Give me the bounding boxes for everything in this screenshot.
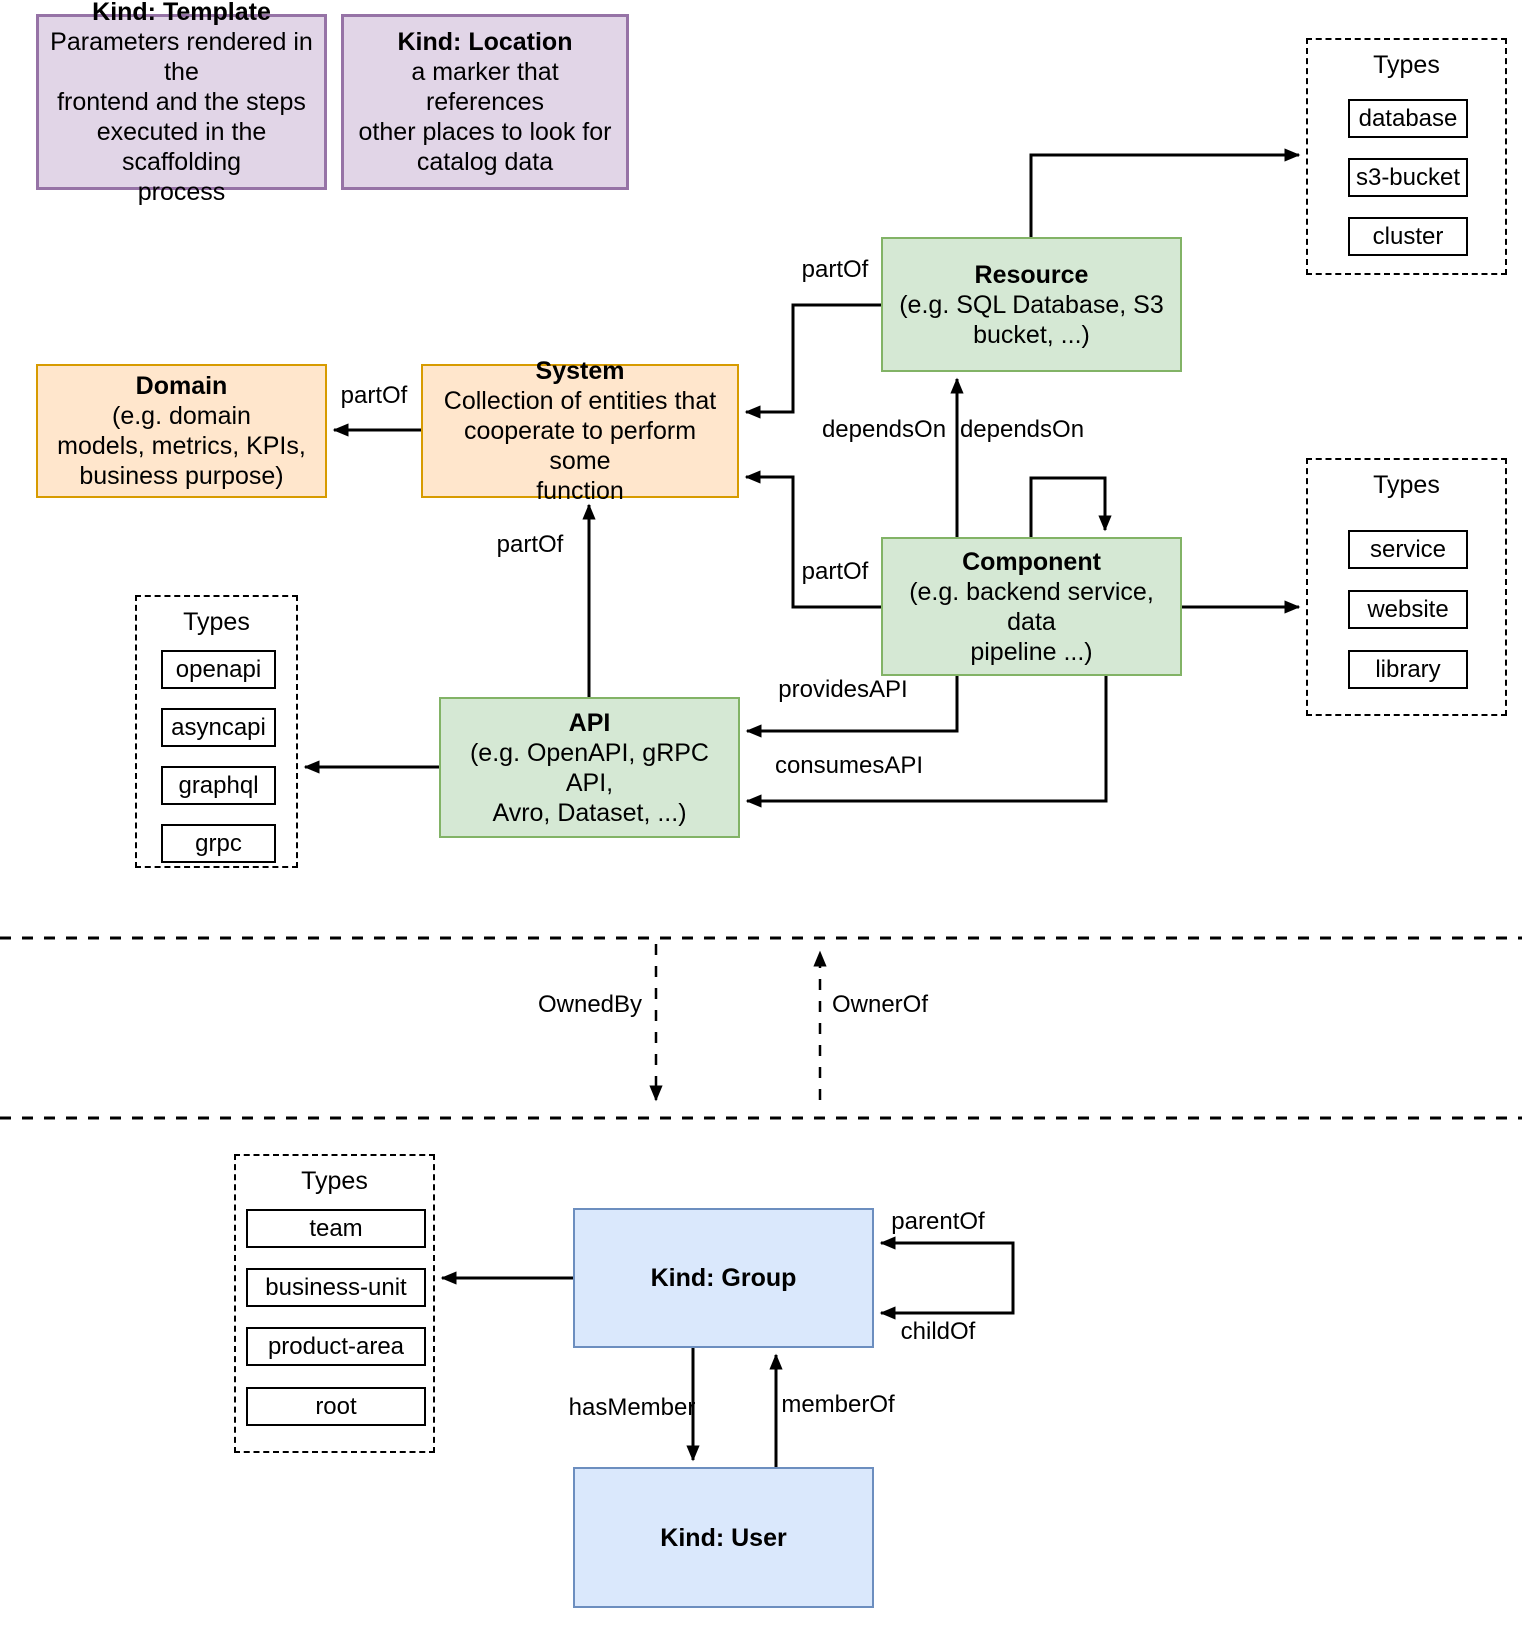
panel-title: Types (183, 608, 250, 636)
edge-label-memberof: memberOf (781, 1391, 895, 1418)
node-resource: Resource (e.g. SQL Database, S3 bucket, … (881, 237, 1182, 372)
type-chip-grpc: grpc (161, 824, 276, 863)
edge-component-self-dependson (1029, 476, 1112, 537)
node-kind-user: Kind: User (573, 1467, 874, 1608)
node-title: Domain (135, 372, 228, 400)
node-body: (e.g. backend service, data pipeline ...… (909, 577, 1154, 666)
edge-label-partof: partOf (496, 531, 564, 558)
panel-title: Types (301, 1167, 368, 1195)
panel-group-types: Types team business-unit product-area ro… (234, 1154, 435, 1453)
panel-resource-types: Types database s3-bucket cluster (1306, 38, 1507, 275)
type-chip-business-unit: business-unit (246, 1268, 426, 1307)
type-chip-openapi: openapi (161, 650, 276, 689)
type-chip-cluster: cluster (1348, 217, 1468, 256)
edge-label-dependson: dependsOn (959, 416, 1085, 443)
type-chip-database: database (1348, 99, 1468, 138)
node-body: a marker that references other places to… (358, 58, 612, 176)
type-chip-team: team (246, 1209, 426, 1248)
edge-label-parentof: parentOf (891, 1208, 985, 1235)
panel-title: Types (1373, 471, 1440, 499)
node-kind-location: Kind: Location a marker that references … (341, 14, 629, 190)
node-title: Resource (974, 260, 1089, 289)
edge-consumes-api (745, 676, 1108, 808)
node-title: System (535, 357, 625, 385)
panel-component-types: Types service website library (1306, 458, 1507, 716)
node-body: (e.g. OpenAPI, gRPC API, Avro, Dataset, … (469, 738, 709, 827)
node-title: Component (962, 547, 1101, 576)
edge-group-parentof-childof (879, 1236, 1015, 1320)
edge-label-ownedby: OwnedBy (537, 991, 643, 1018)
panel-api-types: Types openapi asyncapi graphql grpc (135, 595, 298, 868)
edge-label-childof: childOf (900, 1318, 976, 1345)
type-chip-library: library (1348, 650, 1468, 689)
node-system: System Collection of entities that coope… (421, 357, 739, 505)
edge-label-partof: partOf (340, 382, 408, 409)
type-chip-s3-bucket: s3-bucket (1348, 158, 1468, 197)
node-component: Component (e.g. backend service, data pi… (881, 537, 1182, 676)
edge-component-system-partof (744, 470, 881, 609)
node-body: Parameters rendered in the frontend and … (50, 28, 313, 206)
edge-label-providesapi: providesAPI (778, 676, 908, 703)
node-title: Kind: User (660, 1523, 787, 1552)
edge-resource-types (1029, 148, 1301, 237)
node-title: API (568, 708, 611, 737)
node-body: (e.g. domain models, metrics, KPIs, busi… (57, 402, 306, 490)
edge-resource-system-partof (744, 303, 881, 419)
type-chip-service: service (1348, 530, 1468, 569)
edge-label-partof: partOf (801, 558, 869, 585)
type-chip-product-area: product-area (246, 1327, 426, 1366)
type-chip-website: website (1348, 590, 1468, 629)
panel-title: Types (1373, 51, 1440, 79)
node-kind-template: Kind: Template Parameters rendered in th… (36, 0, 327, 206)
edge-label-ownerof: OwnerOf (831, 991, 929, 1018)
edge-label-hasmember: hasMember (568, 1394, 696, 1421)
node-body: (e.g. SQL Database, S3 bucket, ...) (899, 290, 1164, 349)
edge-provides-api (745, 676, 959, 738)
type-chip-asyncapi: asyncapi (161, 708, 276, 747)
node-body: Collection of entities that cooperate to… (443, 387, 717, 505)
edge-label-partof: partOf (801, 256, 869, 283)
edge-label-dependson: dependsOn (821, 416, 947, 443)
node-title: Kind: Template (92, 0, 271, 26)
edge-label-consumesapi: consumesAPI (774, 752, 924, 779)
node-domain: Domain (e.g. domain models, metrics, KPI… (36, 364, 327, 498)
type-chip-graphql: graphql (161, 766, 276, 805)
node-title: Kind: Group (650, 1264, 797, 1292)
node-title: Kind: Location (397, 28, 573, 56)
type-chip-root: root (246, 1387, 426, 1426)
node-api: API (e.g. OpenAPI, gRPC API, Avro, Datas… (439, 697, 740, 838)
node-kind-group: Kind: Group (573, 1208, 874, 1348)
